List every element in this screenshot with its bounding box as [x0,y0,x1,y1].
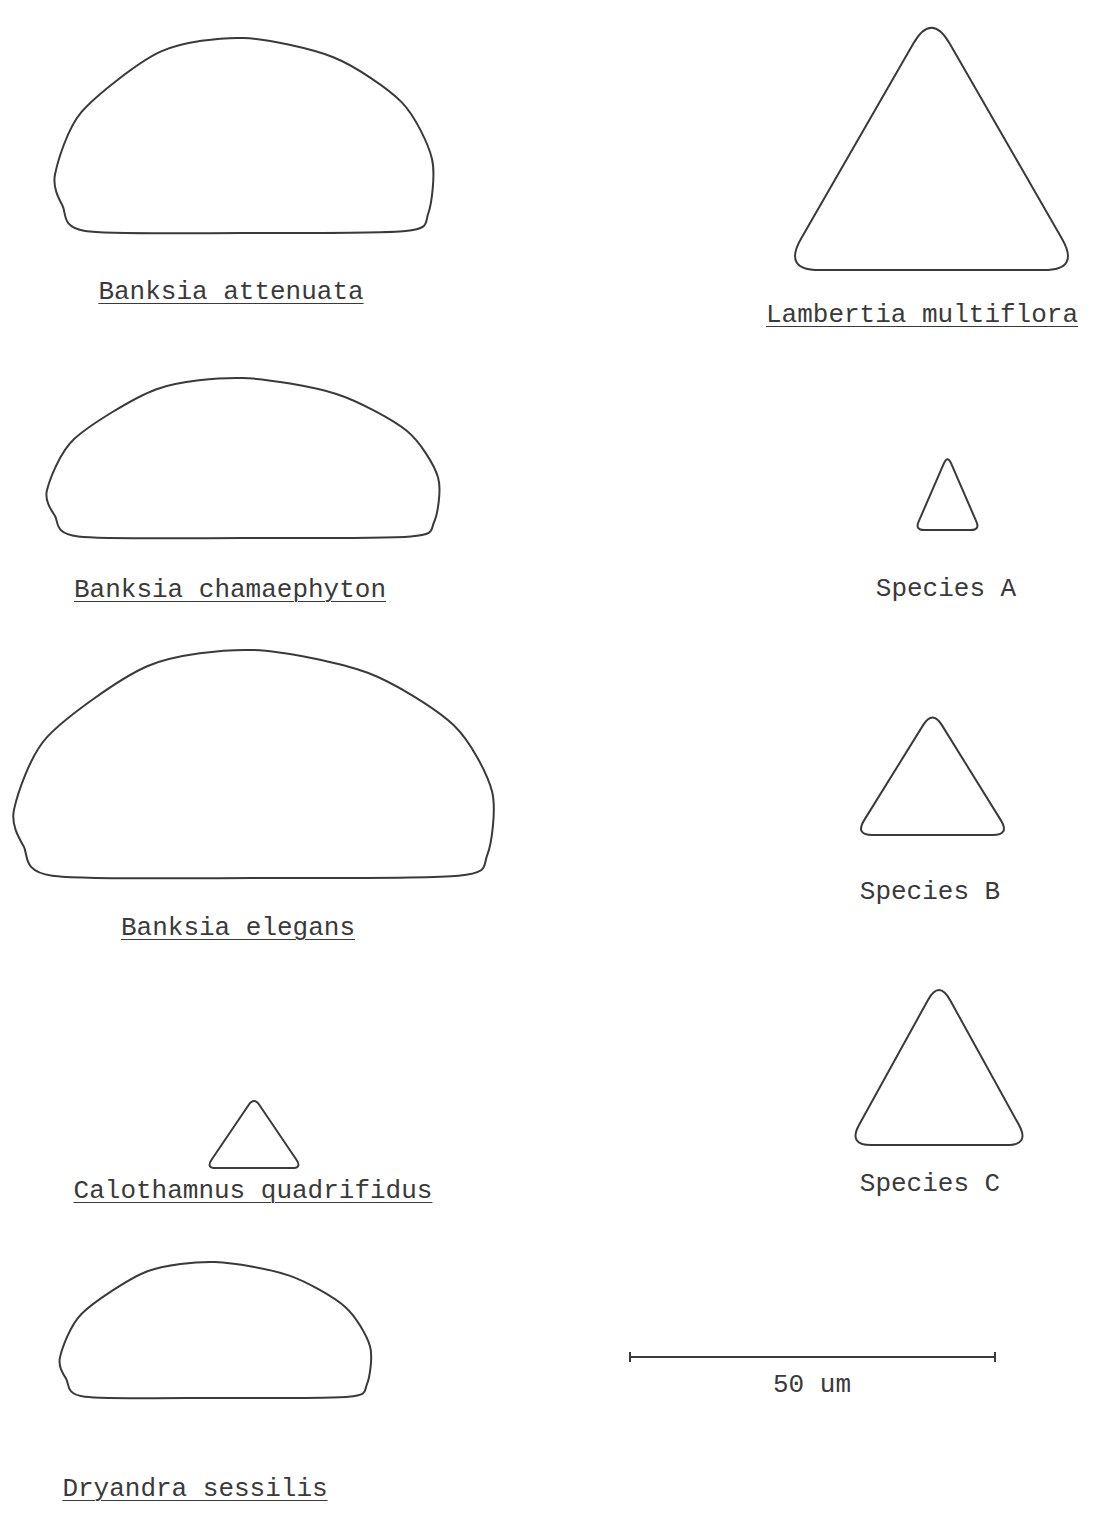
label: Species A [876,574,1016,605]
species-name: Banksia attenuata [98,277,363,308]
species-name: Calothamnus quadrifidus [74,1176,433,1207]
species-name: Dryandra sessilis [62,1474,327,1505]
label: Species B [860,877,1000,908]
label: 50 um [773,1370,851,1401]
scale-bar [630,1352,995,1362]
pollen-outline [856,990,1023,1145]
pollen-outline [60,1262,372,1398]
pollen-outline [795,28,1068,270]
pollen-outline [861,717,1004,835]
species-name: Banksia elegans [121,913,355,944]
pollen-outline [54,38,433,233]
label: Species C [860,1169,1000,1200]
pollen-outline [210,1101,299,1168]
species-name: Lambertia multiflora [766,300,1078,331]
species-name: Banksia chamaephyton [74,575,386,606]
pollen-outline [46,378,439,538]
pollen-outline [918,459,978,530]
pollen-outline [13,650,494,879]
